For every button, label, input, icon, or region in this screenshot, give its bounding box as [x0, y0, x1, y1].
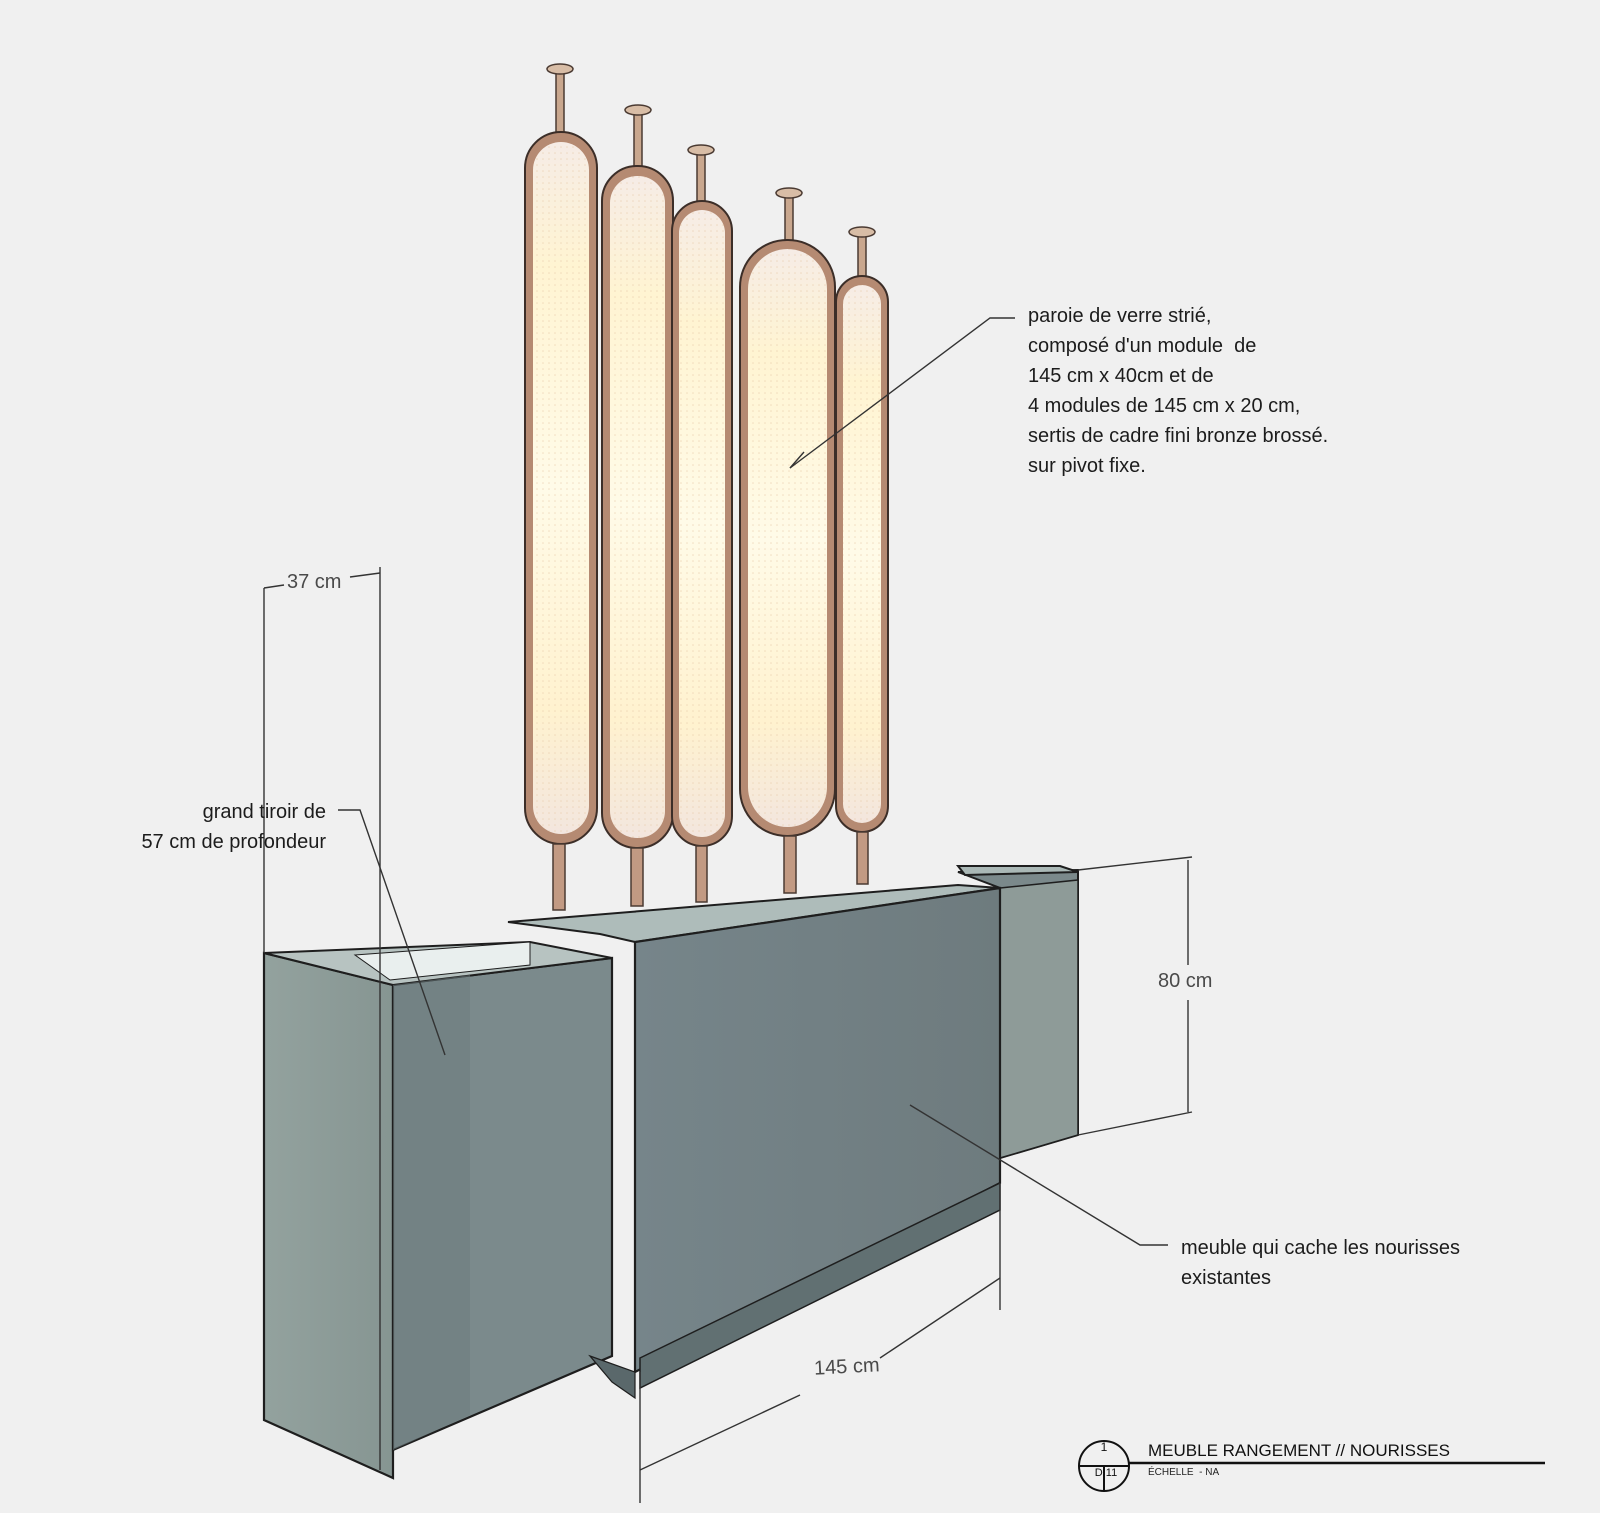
- sheet-reference: D.11: [1094, 1467, 1118, 1479]
- glass-panel-3: [671, 144, 733, 903]
- cabinet-note: meuble qui cache les nourisses existante…: [1181, 1237, 1461, 1289]
- detail-number: 1: [1100, 1440, 1108, 1454]
- width-dimension-label: 145 cm: [813, 1354, 881, 1380]
- drawer-note: grand tiroir de 57 cm de profondeur: [141, 801, 326, 853]
- glass-panel-1: [524, 63, 598, 911]
- drawer-side-panel: [262, 951, 395, 1480]
- drawing-scale: ÉCHELLE - NA: [1148, 1467, 1220, 1478]
- dimension-lines: [263, 317, 1193, 1503]
- height-dimension-label: 80 cm: [1158, 970, 1213, 992]
- glass-panel-4: [739, 187, 836, 894]
- glass-panel-5: [835, 226, 889, 885]
- storage-cabinet: [262, 865, 1079, 1480]
- glass-partition-note: paroie de verre strié, composé d'un modu…: [1028, 305, 1329, 477]
- drawing-title: MEUBLE RANGEMENT // NOURISSES: [1148, 1441, 1450, 1460]
- glass-panel-2: [601, 104, 674, 907]
- glass-partition: [524, 63, 889, 911]
- title-block: [1078, 1440, 1545, 1492]
- depth-dimension-label: 37 cm: [287, 571, 342, 593]
